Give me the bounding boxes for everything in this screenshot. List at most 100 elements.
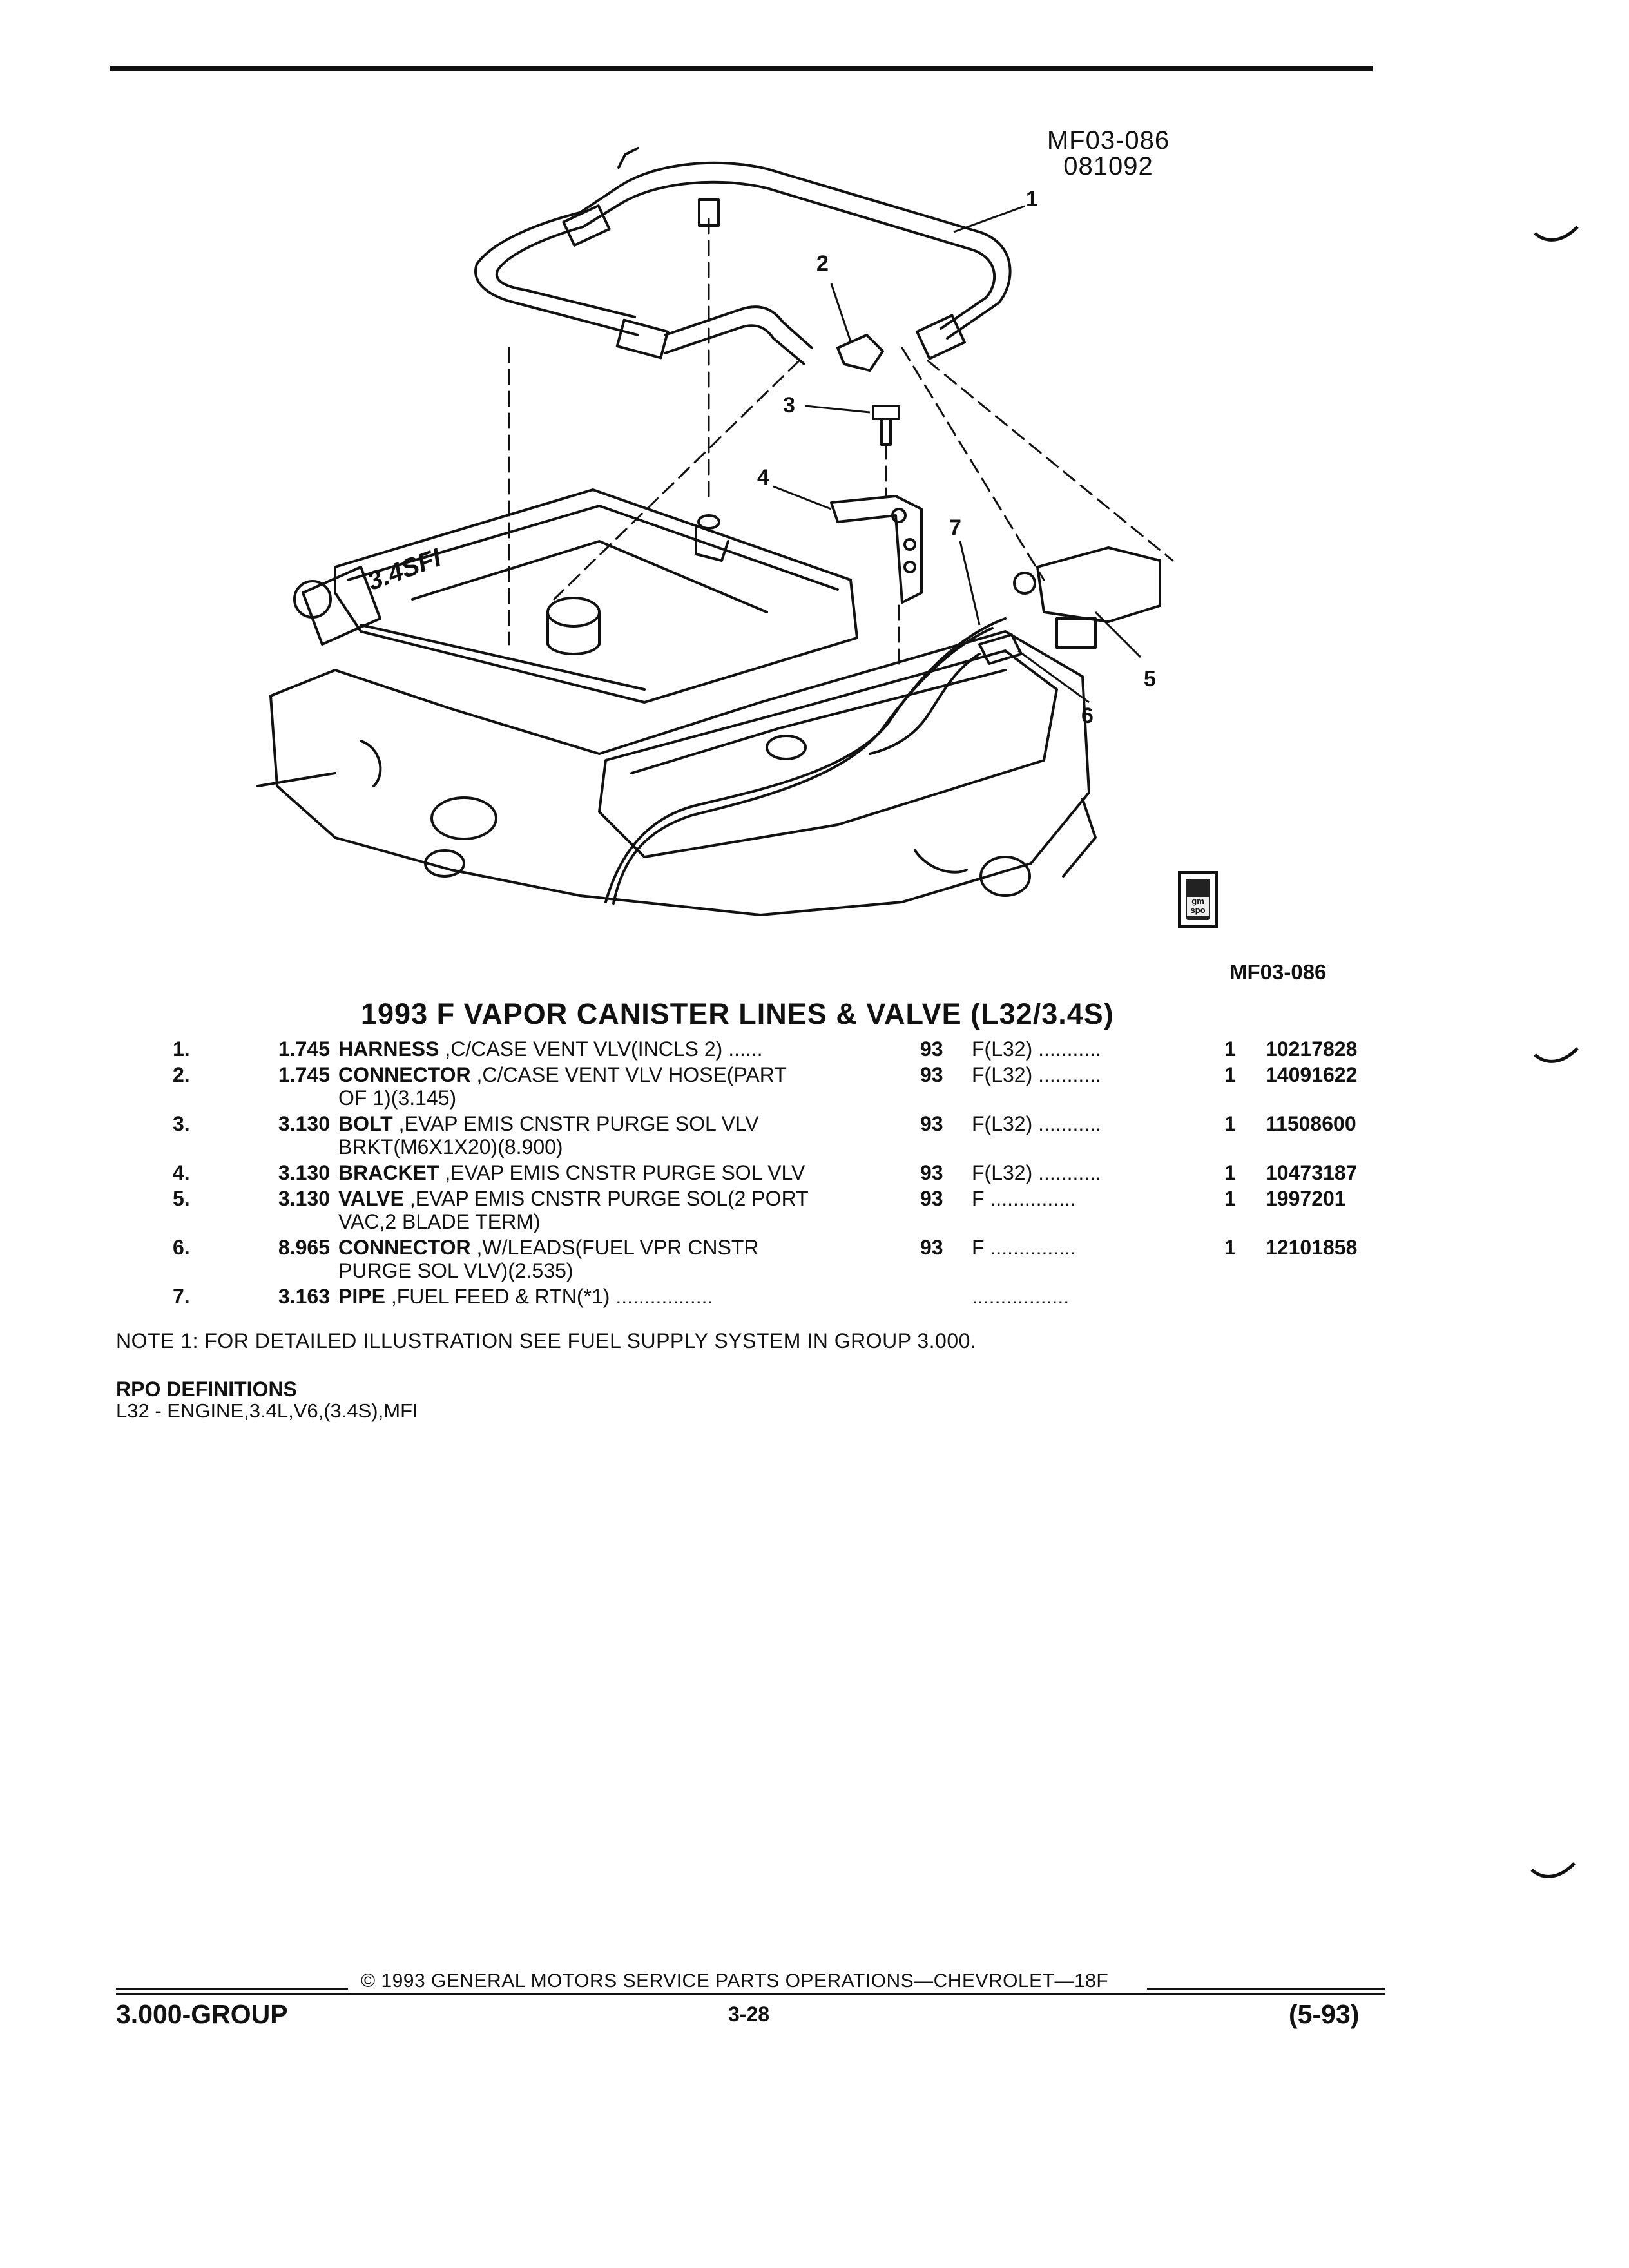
parts-row: 7. 3.163 PIPE ,FUEL FEED & RTN(*1) .....… (161, 1285, 1424, 1311)
figure-date: 081092 (1063, 152, 1153, 180)
part-detail-continued: OF 1)(3.145) (338, 1086, 457, 1110)
model-usage: F ............... (972, 1187, 1076, 1210)
model-year: 93 (920, 1112, 943, 1135)
footer-rule (116, 1993, 1385, 1995)
plenum-lettering: 3.4SFI (363, 543, 445, 596)
part-name: PIPE (338, 1285, 385, 1308)
quantity: 1 (1224, 1037, 1236, 1061)
bolt (872, 405, 900, 446)
model-year: 93 (920, 1161, 943, 1184)
callout-3: 3 (783, 393, 795, 418)
fuel-pipe (604, 617, 1007, 903)
margin-mark (1530, 1862, 1576, 1878)
rpo-definition-l32: L32 - ENGINE,3.4L,V6,(3.4S),MFI (116, 1399, 418, 1422)
quantity: 1 (1224, 1187, 1236, 1210)
group-number: 1.745 (278, 1063, 330, 1086)
parts-row: 5. 3.130 VALVE ,EVAP EMIS CNSTR PURGE SO… (161, 1187, 1424, 1236)
part-detail: ,C/CASE VENT VLV HOSE(PART (476, 1063, 787, 1086)
part-name: CONNECTOR (338, 1063, 471, 1086)
model-usage: F(L32) ........... (972, 1112, 1101, 1135)
group-number: 3.130 (278, 1187, 330, 1210)
quantity: 1 (1224, 1063, 1236, 1086)
parts-row: 1. 1.745 HARNESS ,C/CASE VENT VLV(INCLS … (161, 1037, 1424, 1063)
vent-hose-connector (836, 334, 884, 372)
part-number: 14091622 (1266, 1063, 1358, 1086)
part-number: 10217828 (1266, 1037, 1358, 1061)
bracket (830, 495, 923, 604)
top-rule (110, 66, 1373, 71)
part-detail-continued: BRKT(M6X1X20)(8.900) (338, 1135, 563, 1158)
group-number: 8.965 (278, 1236, 330, 1259)
quantity: 1 (1224, 1236, 1236, 1259)
page-number: 3-28 (728, 2003, 770, 2026)
vent-harness-tube (617, 161, 1012, 340)
purge-solenoid-valve (1036, 546, 1161, 623)
part-detail-continued: PURGE SOL VLV)(2.535) (338, 1259, 574, 1282)
group-label: 3.000-GROUP (116, 1999, 288, 2029)
item-number: 1. (173, 1037, 190, 1061)
figure-reference: MF03-086 (1229, 960, 1327, 984)
group-number: 3.130 (278, 1112, 330, 1135)
part-description: CONNECTOR ,C/CASE VENT VLV HOSE(PART OF 1… (338, 1063, 787, 1110)
exploded-view-diagram: 3.4SFI 1 2 3 4 5 6 7 (256, 147, 1174, 916)
edition-date: (5-93) (1289, 1999, 1360, 2029)
page-title: 1993 F VAPOR CANISTER LINES & VALVE (L32… (361, 997, 1114, 1030)
gm-spo-badge: gm spo (1178, 871, 1218, 928)
part-description: PIPE ,FUEL FEED & RTN(*1) ..............… (338, 1285, 713, 1308)
part-number: 12101858 (1266, 1236, 1358, 1259)
callout-7: 7 (949, 515, 961, 540)
quantity: 1 (1224, 1112, 1236, 1135)
part-name: CONNECTOR (338, 1236, 471, 1259)
footnote: NOTE 1: FOR DETAILED ILLUSTRATION SEE FU… (116, 1329, 977, 1352)
quantity: 1 (1224, 1161, 1236, 1184)
group-number: 1.745 (278, 1037, 330, 1061)
part-name: HARNESS (338, 1037, 439, 1061)
part-detail: ,W/LEADS(FUEL VPR CNSTR (476, 1236, 759, 1259)
part-name: BOLT (338, 1112, 393, 1135)
callout-4: 4 (757, 465, 769, 490)
parts-row: 3. 3.130 BOLT ,EVAP EMIS CNSTR PURGE SOL… (161, 1112, 1424, 1161)
figure-code: MF03-086 (1046, 126, 1170, 155)
part-detail: ,EVAP EMIS CNSTR PURGE SOL(2 PORT (409, 1187, 809, 1210)
callout-2: 2 (816, 251, 829, 276)
callout-6: 6 (1081, 704, 1094, 728)
part-description: HARNESS ,C/CASE VENT VLV(INCLS 2) ...... (338, 1037, 763, 1061)
model-year: 93 (920, 1236, 943, 1259)
model-year: 93 (920, 1063, 943, 1086)
parts-row: 4. 3.130 BRACKET ,EVAP EMIS CNSTR PURGE … (161, 1161, 1424, 1187)
part-name: BRACKET (338, 1161, 439, 1184)
item-number: 4. (173, 1161, 190, 1184)
item-number: 7. (173, 1285, 190, 1308)
engine-block (269, 630, 1090, 916)
group-number: 3.163 (278, 1285, 330, 1308)
model-year: 93 (920, 1037, 943, 1061)
footer-rule (116, 1988, 348, 1990)
part-detail-continued: VAC,2 BLADE TERM) (338, 1210, 541, 1233)
part-number: 10473187 (1266, 1161, 1358, 1184)
part-detail: ,EVAP EMIS CNSTR PURGE SOL VLV (445, 1161, 805, 1184)
part-detail: ,C/CASE VENT VLV(INCLS 2) ...... (445, 1037, 763, 1061)
callout-5: 5 (1144, 667, 1156, 691)
footer-rule (1147, 1988, 1385, 1990)
model-usage: ................. (972, 1285, 1070, 1308)
model-usage: F(L32) ........... (972, 1161, 1101, 1184)
intake-plenum (334, 488, 858, 704)
margin-mark (1534, 1047, 1579, 1063)
rpo-definitions-heading: RPO DEFINITIONS (116, 1378, 297, 1401)
parts-row: 6. 8.965 CONNECTOR ,W/LEADS(FUEL VPR CNS… (161, 1236, 1424, 1285)
item-number: 5. (173, 1187, 190, 1210)
model-usage: F(L32) ........... (972, 1037, 1101, 1061)
parts-list: 1. 1.745 HARNESS ,C/CASE VENT VLV(INCLS … (161, 1037, 1424, 1311)
item-number: 2. (173, 1063, 190, 1086)
part-number: 11508600 (1266, 1112, 1356, 1135)
model-usage: F ............... (972, 1236, 1076, 1259)
callout-1: 1 (1026, 187, 1038, 211)
part-detail: ,FUEL FEED & RTN(*1) ................. (390, 1285, 713, 1308)
parts-row: 2. 1.745 CONNECTOR ,C/CASE VENT VLV HOSE… (161, 1063, 1424, 1112)
item-number: 3. (173, 1112, 190, 1135)
model-usage: F(L32) ........... (972, 1063, 1101, 1086)
part-detail: ,EVAP EMIS CNSTR PURGE SOL VLV (398, 1112, 759, 1135)
part-description: BRACKET ,EVAP EMIS CNSTR PURGE SOL VLV (338, 1161, 805, 1184)
